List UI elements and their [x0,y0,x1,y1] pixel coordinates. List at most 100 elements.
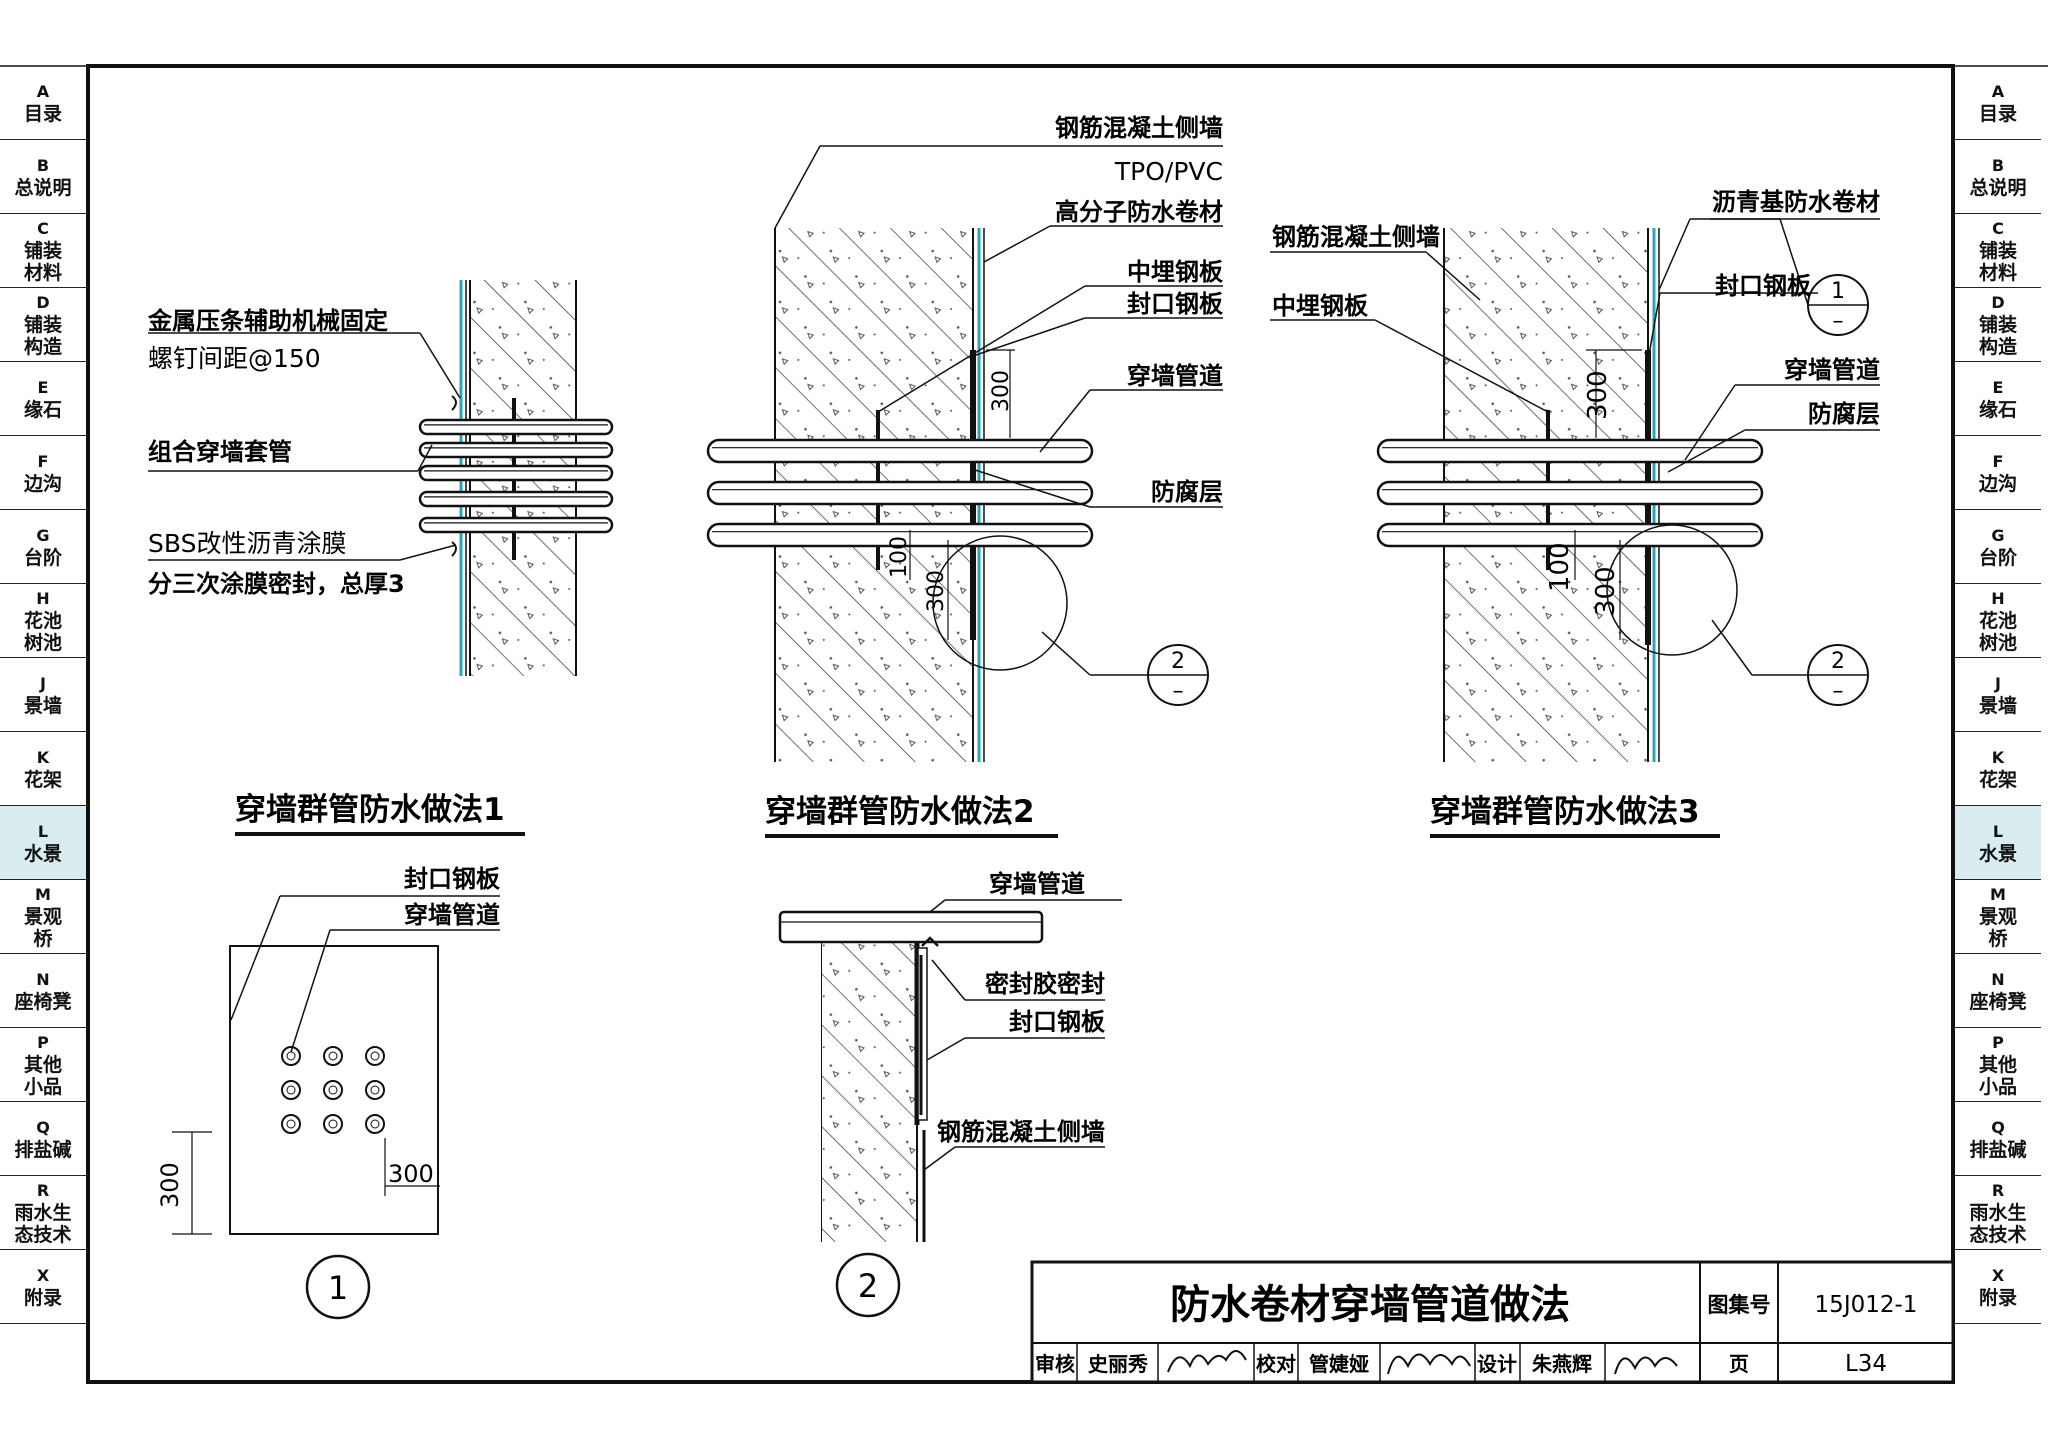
side-tab-label: 树池 [1978,631,2017,654]
side-tab-code: R [1991,1180,2005,1200]
side-tab-code: B [36,155,50,175]
side-tab-label: 附录 [1978,1286,2017,1309]
side-tab-label: 景墙 [1978,694,2017,717]
side-tab-label: 材料 [23,261,62,284]
side-tab-code: J [1995,673,2001,693]
detail2-label-membrane: 高分子防水卷材 [1055,198,1223,226]
detail2-label-tpo: TPO/PVC [1114,157,1223,186]
detail2-dim-gap: 100 [887,536,912,578]
detail3-pipe [1376,522,1764,548]
elevation1-pipe-hole [365,1114,385,1134]
side-tab-label: 附录 [23,1286,62,1309]
side-tab-code: H [1991,588,2005,608]
side-tab-label: 小品 [1978,1075,2017,1098]
side-tab-label: 边沟 [23,472,62,495]
elevation1-pipe-hole [281,1114,301,1134]
side-tab-code: Q [36,1117,50,1137]
side-tab-label: 铺装 [1978,313,2017,336]
elevation1-label-pipe: 穿墙管道 [404,901,500,929]
side-tab-code: C [1992,218,2004,238]
detail1-title: 穿墙群管防水做法1 [235,792,505,828]
reviewer-signature [1167,1350,1247,1373]
designer-signature [1614,1356,1678,1375]
side-tab-label: 雨水生 [1969,1201,2027,1224]
detail3-label-wall: 钢筋混凝土侧墙 [1272,223,1440,251]
detail3-ref2-number: 2 [1831,649,1845,674]
side-tab-label: 排盐碱 [1969,1138,2027,1161]
elevation1-pipe-hole [323,1080,343,1100]
detail1-pipe [418,464,614,482]
detail3-ref2-dash: – [1833,679,1844,704]
detail2-label-seal-plate: 封口钢板 [1127,290,1224,318]
section2-label-wall: 钢筋混凝土侧墙 [937,1118,1105,1146]
detail3-pipe [1376,438,1764,464]
side-tab-label: 水景 [1978,842,2017,865]
side-tab-code: X [36,1265,50,1285]
side-tab-label: 座椅凳 [14,990,72,1013]
detail2-pipe [706,522,1094,548]
detail1-pipe [418,418,614,436]
side-tab-label: 花池 [23,609,62,632]
detail-2: 300 100 300 2 – 钢筋混凝土侧墙 TPO/PVC 高分子防水卷材 … [706,114,1224,838]
elevation1-pipe-hole [365,1046,385,1066]
side-tab-code: L [1992,821,2004,841]
side-tab-code: B [1991,155,2005,175]
side-tab-label: 景观 [1978,905,2017,928]
side-tab-label: 花架 [23,768,62,791]
side-tab-code: M [35,884,51,904]
elevation-1: 封口钢板 穿墙管道 300 300 1 [156,865,501,1320]
detail2-label-embedded-plate: 中埋钢板 [1127,258,1224,286]
side-tab-code: F [1992,451,2004,471]
side-tab-code: Q [1991,1117,2005,1137]
side-tab-label: 台阶 [23,546,62,569]
section2-pipe [778,910,1044,944]
side-tab-code: G [1991,525,2005,545]
detail3-ref1-dash: – [1833,309,1844,334]
detail2-title: 穿墙群管防水做法2 [765,794,1035,830]
side-tab-code: E [1992,377,2004,397]
side-tab-label: 态技术 [14,1223,72,1246]
atlas-label: 图集号 [1708,1293,1771,1317]
detail1-label-sleeve: 组合穿墙套管 [148,438,292,466]
side-tab-label: 景墙 [23,694,62,717]
side-tab-label: 小品 [23,1075,62,1098]
elevation1-pipe-hole [281,1046,301,1066]
side-tab-code: D [1991,292,2005,312]
section2-marker: 2 [858,1267,878,1305]
elevation1-pipe-hole [323,1046,343,1066]
